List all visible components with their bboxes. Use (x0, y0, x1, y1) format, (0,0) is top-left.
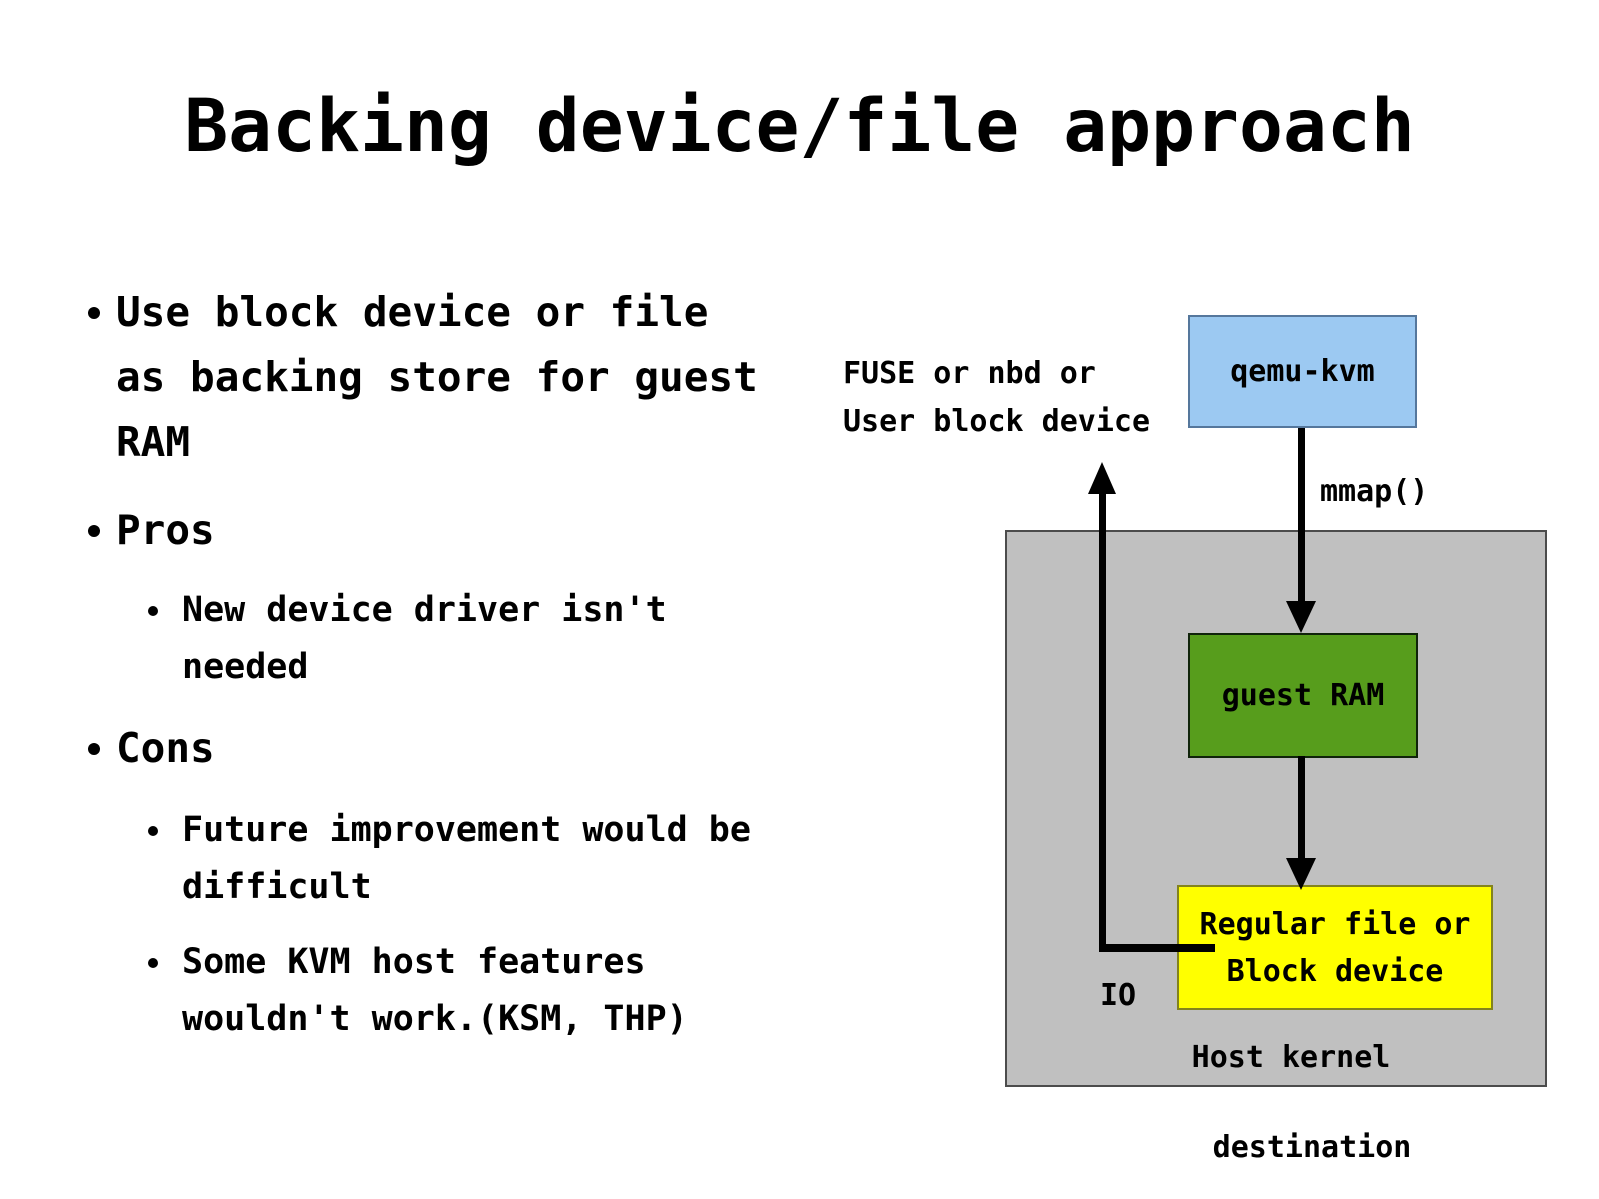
bullet-text: Pros (116, 506, 215, 554)
bullet-icon (88, 307, 100, 319)
list-item: Future improvement would be difficult (148, 802, 782, 916)
ram-to-file-arrow-shaft (1298, 756, 1305, 861)
backing-store-box-label-line2: Block device (1226, 953, 1444, 989)
host-kernel-label: Host kernel (1191, 1040, 1391, 1075)
list-item: New device driver isn't needed (148, 582, 782, 696)
bullet-text: Use block device or file as backing stor… (116, 288, 758, 466)
guest-ram-box: guest RAM (1188, 633, 1418, 758)
bullet-icon (148, 826, 158, 836)
bullet-icon (148, 958, 158, 968)
bullet-icon (88, 525, 100, 537)
io-arrow-horizontal-segment (1099, 944, 1215, 952)
guest-ram-box-label: guest RAM (1221, 678, 1385, 713)
page-title: Backing device/file approach (184, 84, 1415, 169)
list-item: Some KVM host features wouldn't work.(KS… (148, 934, 782, 1048)
bullet-text: Cons (116, 724, 215, 772)
mmap-arrow-label: mmap() (1320, 474, 1429, 509)
backing-store-box-label-line1: Regular file or (1199, 906, 1471, 942)
fuse-nbd-label-line2: User block device (843, 404, 1151, 439)
qemu-kvm-box: qemu-kvm (1188, 315, 1417, 428)
backing-store-box: Regular file or Block device (1177, 885, 1493, 1010)
bullet-icon (88, 743, 100, 755)
list-item: Use block device or file as backing stor… (88, 280, 761, 475)
bullet-icon (148, 606, 158, 616)
list-item: Pros (88, 498, 761, 563)
io-arrow-shaft (1099, 490, 1106, 952)
fuse-nbd-label-line1: FUSE or nbd or (843, 356, 1096, 391)
destination-label: destination (1212, 1130, 1412, 1165)
fuse-nbd-label: FUSE or nbd or User block device (843, 350, 1150, 446)
mmap-arrow-head-icon (1286, 601, 1316, 633)
mmap-arrow-shaft (1298, 428, 1305, 606)
bullet-text: New device driver isn't needed (182, 590, 667, 687)
io-arrow-head-icon (1088, 462, 1116, 494)
list-item: Cons (88, 716, 761, 781)
bullet-text: Some KVM host features wouldn't work.(KS… (182, 942, 688, 1039)
qemu-kvm-box-label: qemu-kvm (1230, 354, 1375, 389)
ram-to-file-arrow-head-icon (1286, 858, 1316, 890)
io-arrow-label: IO (1100, 978, 1137, 1013)
bullet-text: Future improvement would be difficult (182, 810, 751, 907)
